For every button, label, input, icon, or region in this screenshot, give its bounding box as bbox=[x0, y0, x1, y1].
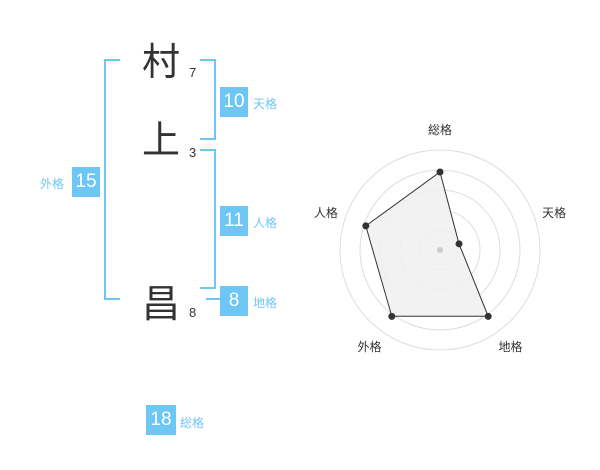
gaikaku-bracket bbox=[104, 59, 120, 300]
stroke-count-2: 3 bbox=[189, 145, 197, 160]
radar-axis-label-4: 外格 bbox=[357, 339, 381, 354]
jinkaku-bracket bbox=[200, 149, 216, 289]
tenkaku-label: 天格 bbox=[253, 97, 278, 111]
radar-point-3 bbox=[484, 312, 492, 320]
stroke-count-3: 8 bbox=[189, 305, 197, 320]
gaikaku-value: 15 bbox=[72, 167, 100, 197]
gaikaku-label: 外格 bbox=[40, 177, 65, 191]
radar-axis-label-2: 天格 bbox=[542, 205, 566, 220]
radar-axis-label-3: 地格 bbox=[498, 339, 522, 354]
radar-area bbox=[365, 171, 489, 317]
name-char-2: 上 bbox=[142, 118, 181, 162]
name-char-1: 村 bbox=[142, 40, 181, 84]
jinkaku-value: 11 bbox=[220, 206, 248, 236]
radar-point-4 bbox=[388, 312, 396, 320]
radar-point-2 bbox=[455, 240, 463, 248]
stroke-count-1: 7 bbox=[189, 65, 197, 80]
soukaku-value: 18 bbox=[146, 405, 176, 435]
radar-point-1 bbox=[436, 168, 444, 176]
chikaku-value: 8 bbox=[220, 286, 248, 316]
radar-center bbox=[437, 247, 443, 253]
soukaku-label: 総格 bbox=[180, 416, 205, 430]
tenkaku-bracket bbox=[200, 59, 216, 140]
jinkaku-label: 人格 bbox=[253, 216, 278, 230]
name-char-3: 昌 bbox=[142, 282, 181, 326]
chikaku-connector bbox=[206, 298, 220, 300]
chikaku-label: 地格 bbox=[253, 296, 278, 310]
radar-axis-label-5: 人格 bbox=[314, 205, 338, 220]
tenkaku-value: 10 bbox=[220, 87, 248, 117]
radar-ring-5 bbox=[339, 149, 541, 351]
radar-point-5 bbox=[362, 222, 370, 230]
radar-axis-label-1: 総格 bbox=[428, 122, 452, 137]
